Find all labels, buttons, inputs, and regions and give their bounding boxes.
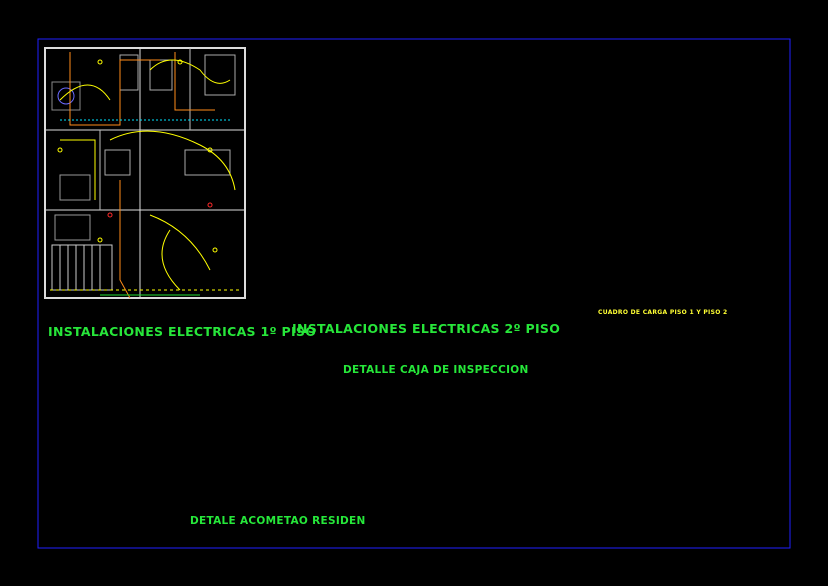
plan-1-title: INSTALACIONES ELECTRICAS 1º PISO bbox=[48, 324, 317, 339]
load-table-title: CUADRO DE CARGA PISO 1 Y PISO 2 bbox=[598, 309, 728, 316]
sheet-border bbox=[37, 38, 791, 549]
service-detail-title: DETALE ACOMETAO RESIDEN bbox=[190, 515, 366, 527]
plan-2-title: INSTALACIONES ELECTRICAS 2º PISO bbox=[292, 321, 561, 336]
floor-plan-1 bbox=[44, 47, 246, 299]
inspection-detail-title: DETALLE CAJA DE INSPECCION bbox=[343, 364, 529, 376]
